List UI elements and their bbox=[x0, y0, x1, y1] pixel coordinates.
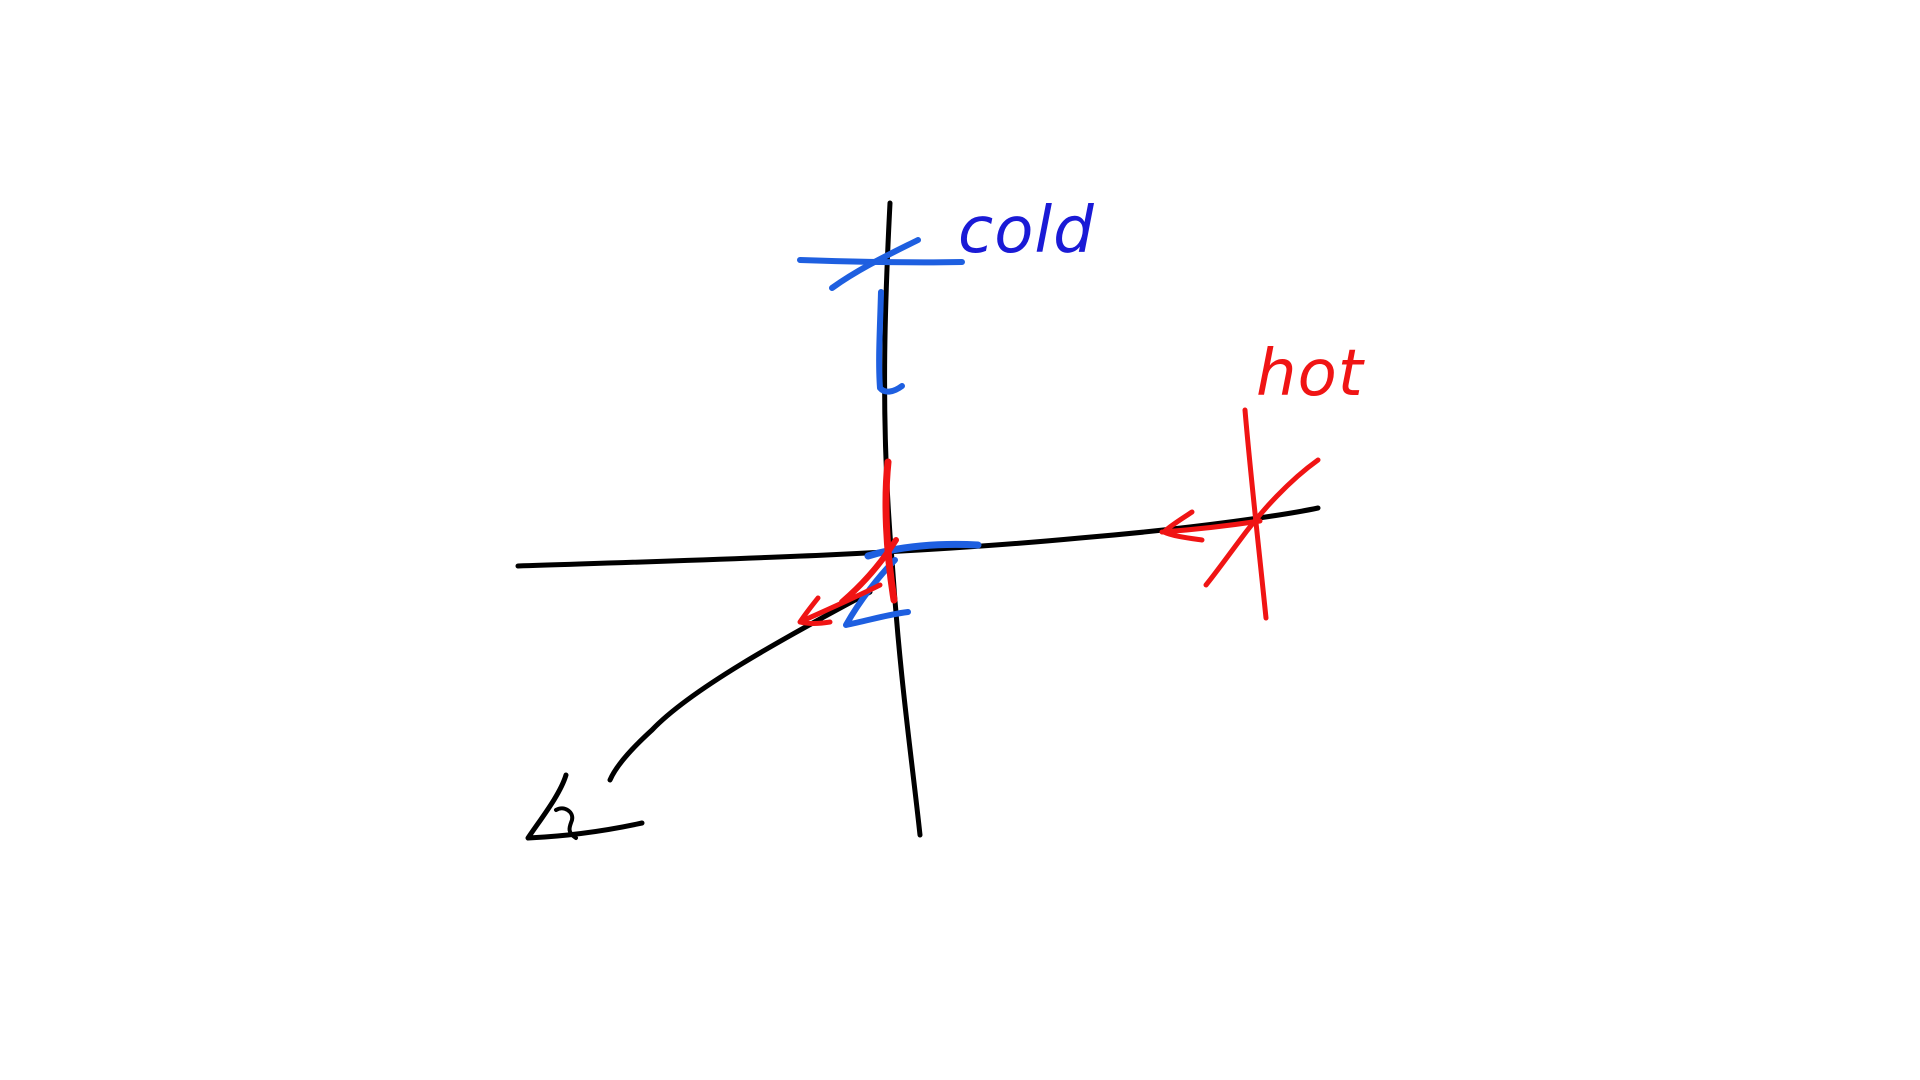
hot-projection-slanted bbox=[839, 537, 899, 605]
cold-arrow-down bbox=[876, 289, 905, 395]
cold-tick-slanted bbox=[829, 237, 921, 291]
vertical-axis bbox=[882, 200, 923, 838]
hot-arrow-left bbox=[1159, 509, 1263, 543]
cold-label: cold bbox=[958, 194, 1095, 268]
hot-tick-slanted bbox=[1203, 457, 1321, 588]
hot-marks bbox=[797, 407, 1321, 626]
viewing-direction-axis bbox=[607, 589, 873, 783]
hot-projection-vertical bbox=[882, 458, 898, 604]
cold-projection-bracket bbox=[843, 557, 911, 628]
cold-projection-line bbox=[864, 540, 982, 560]
cold-marks bbox=[797, 237, 982, 628]
hot-arrow-viewer bbox=[797, 582, 883, 626]
axes bbox=[515, 200, 1321, 838]
eye-icon bbox=[525, 772, 645, 841]
hot-label: hot bbox=[1256, 337, 1366, 411]
hot-tick-vertical bbox=[1242, 407, 1269, 621]
cold-tick-horizontal bbox=[797, 257, 965, 266]
